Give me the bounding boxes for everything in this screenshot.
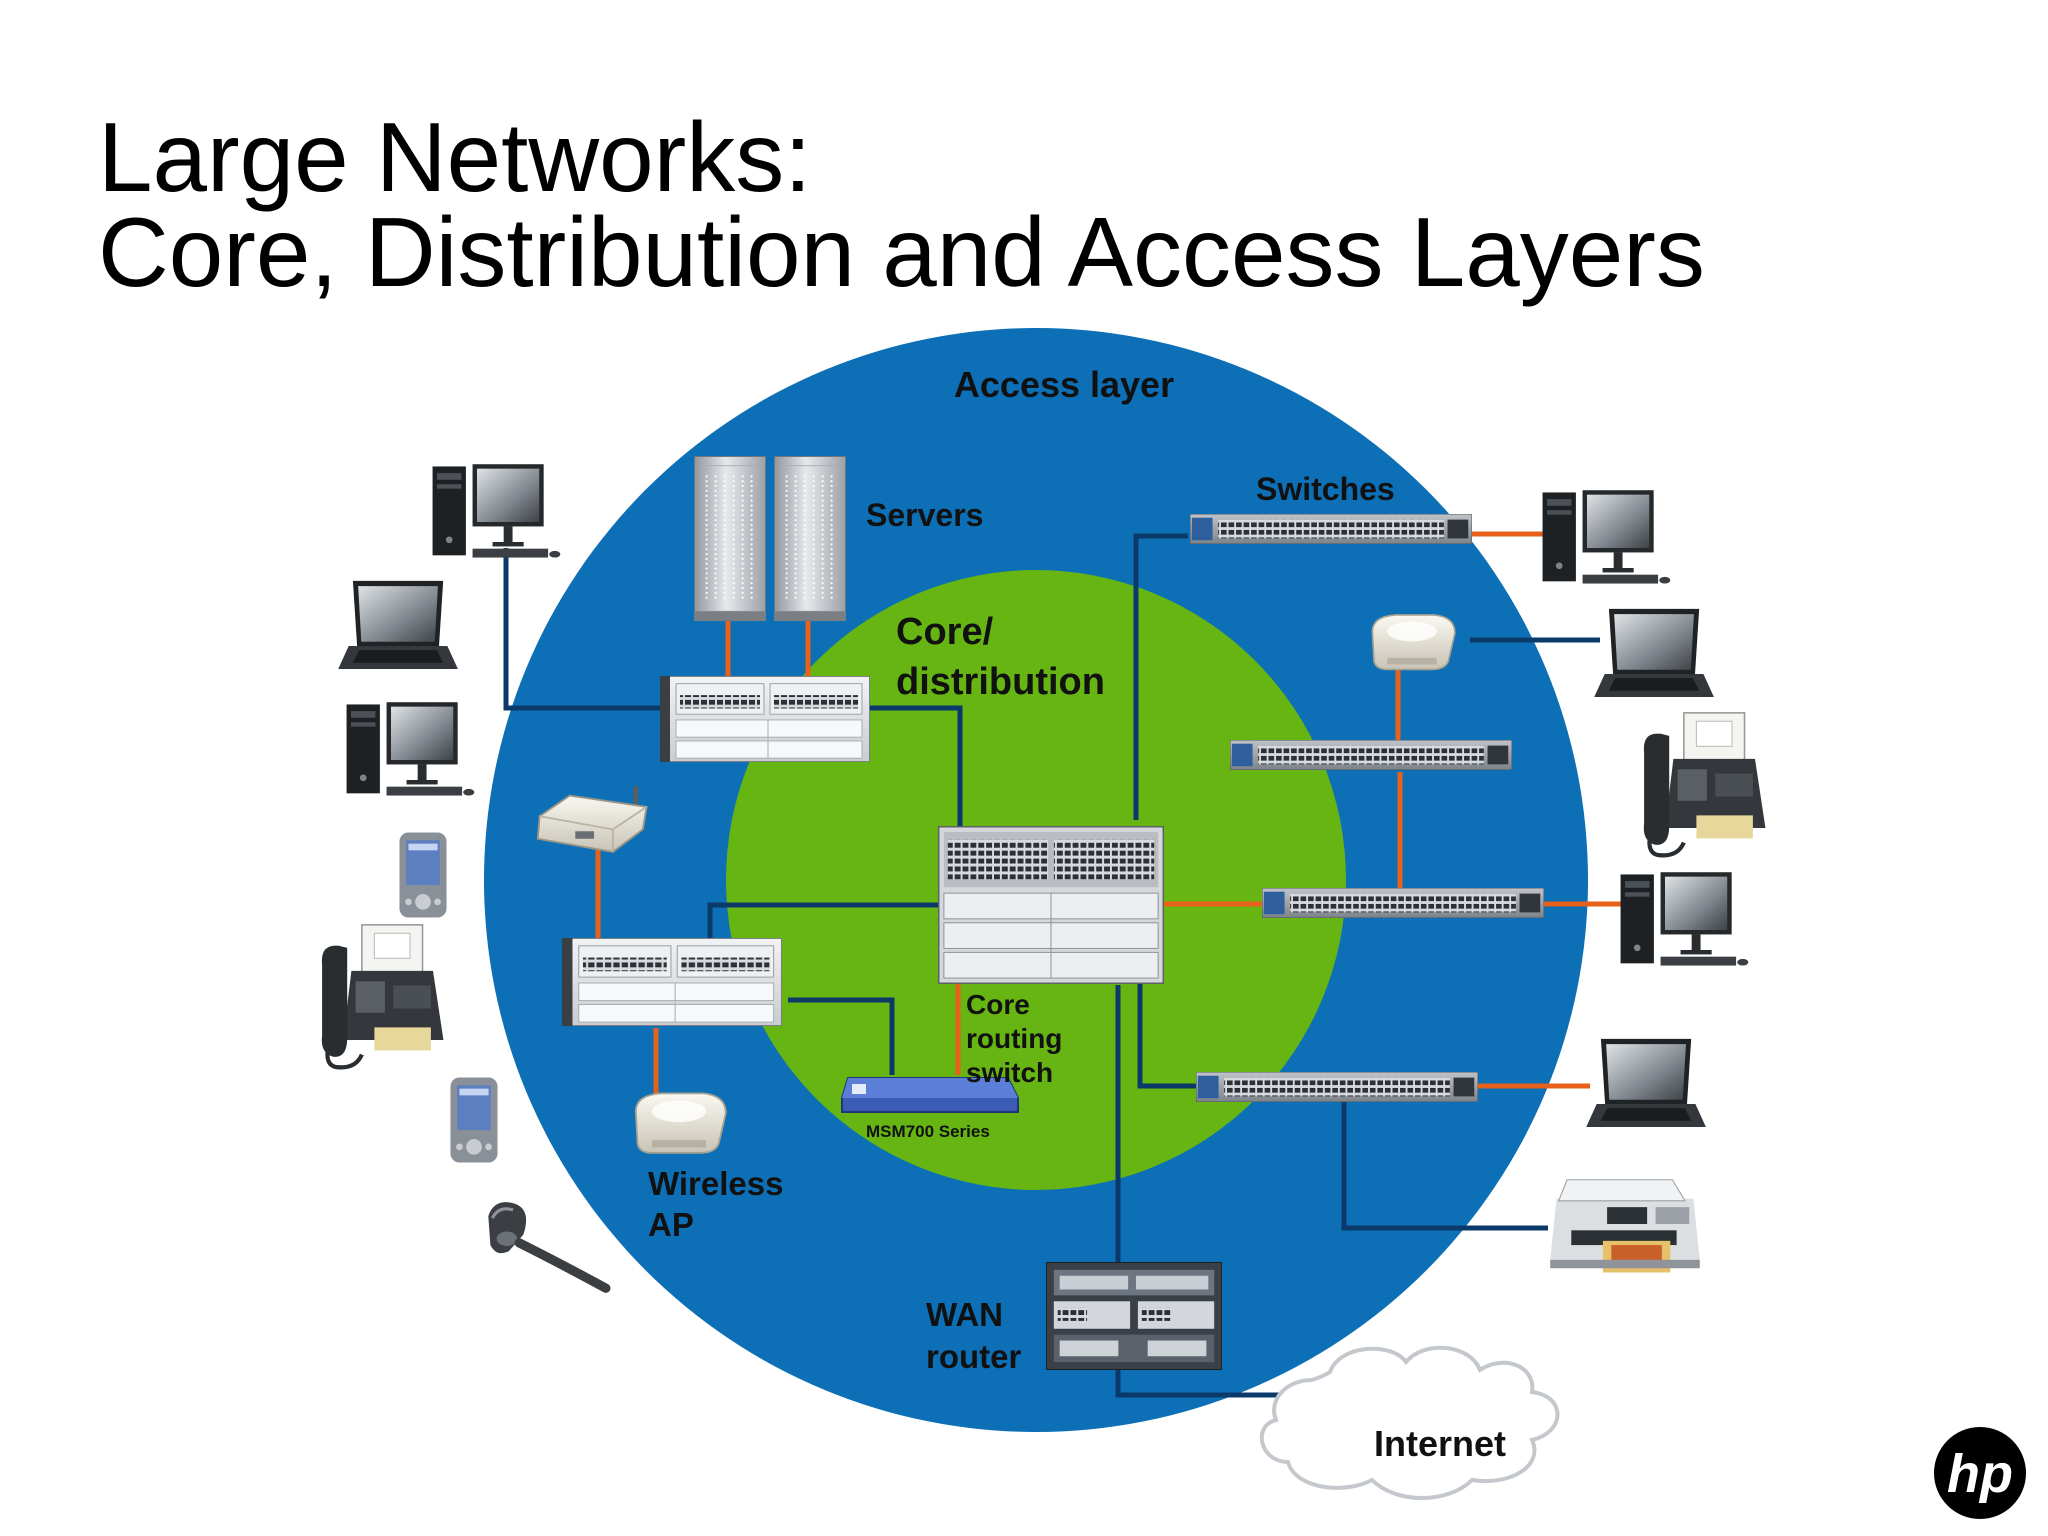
laptop-icon — [1594, 608, 1714, 698]
orange-links — [595, 531, 1622, 1105]
desktop-computer-icon — [1542, 490, 1671, 584]
link-dist-switch-2-to-msm — [788, 997, 895, 1075]
wan-router-label-line-2: router — [926, 1338, 1022, 1375]
core-switch-label-line-1: Core — [966, 989, 1030, 1020]
fax-machine-icon — [1644, 713, 1766, 856]
wireless-ap-label-line-2: AP — [648, 1206, 694, 1243]
network-switch-icon — [1230, 740, 1512, 770]
laptop-icon — [338, 580, 458, 670]
servers-label: Servers — [866, 497, 983, 533]
fax-machine-icon — [322, 925, 444, 1068]
hp-logo: hp — [1934, 1427, 2026, 1519]
desktop-computer-icon — [1620, 872, 1749, 966]
link-dist-switch-2-to-core — [707, 902, 940, 945]
switches-label: Switches — [1256, 471, 1395, 507]
slide-title-line-1: Large Networks: — [98, 102, 812, 212]
pda-icon — [450, 1077, 498, 1163]
blue-links — [503, 533, 1600, 1398]
link-core-to-internet — [1115, 985, 1292, 1398]
link-switch-to-printer — [1341, 1102, 1548, 1231]
internet-cloud-icon — [1259, 1345, 1560, 1500]
wan-router-icon — [1046, 1262, 1222, 1370]
wireless-access-point-icon — [1371, 613, 1456, 671]
server-tower-icon — [694, 456, 766, 621]
msm700-label: MSM700 Series — [866, 1122, 990, 1141]
link-core-to-access-switch-1 — [1133, 533, 1188, 820]
wan-router-label-line-1: WAN — [926, 1296, 1003, 1333]
slide-title-line-2: Core, Distribution and Access Layers — [98, 197, 1705, 307]
network-switch-icon — [1196, 1072, 1478, 1102]
distribution-switch-icon — [562, 938, 782, 1026]
distribution-switch-icon — [660, 676, 870, 762]
access-layer-label: Access layer — [954, 364, 1174, 405]
core-switch-label-line-2: routing — [966, 1023, 1062, 1054]
printer-icon — [1549, 1179, 1701, 1273]
internet-label: Internet — [1374, 1423, 1506, 1464]
core-distribution-label-line-1: Core/ — [896, 611, 994, 653]
network-switch-icon — [1262, 888, 1544, 918]
link-dist-switch-1-to-core — [868, 705, 963, 838]
pda-icon — [399, 832, 447, 918]
network-switch-icon — [1190, 514, 1472, 544]
link-core-to-access-switch-4 — [1137, 980, 1198, 1089]
desktop-computer-icon — [432, 464, 561, 558]
headset-icon — [488, 1202, 606, 1288]
wireless-ap-label-line-1: Wireless — [648, 1165, 783, 1202]
msm700-controller-icon — [841, 1077, 1019, 1113]
link-desktop-to-dist-switch-1 — [503, 548, 660, 711]
desktop-computer-icon — [346, 702, 475, 796]
core-distribution-label-line-2: distribution — [896, 661, 1105, 703]
server-tower-icon — [774, 456, 846, 621]
core-routing-switch-icon — [938, 826, 1164, 984]
svg-text:hp: hp — [1947, 1444, 2013, 1504]
wireless-access-point-icon — [634, 1092, 727, 1154]
core-switch-label-line-3: switch — [966, 1057, 1053, 1088]
laptop-icon — [1586, 1038, 1706, 1128]
